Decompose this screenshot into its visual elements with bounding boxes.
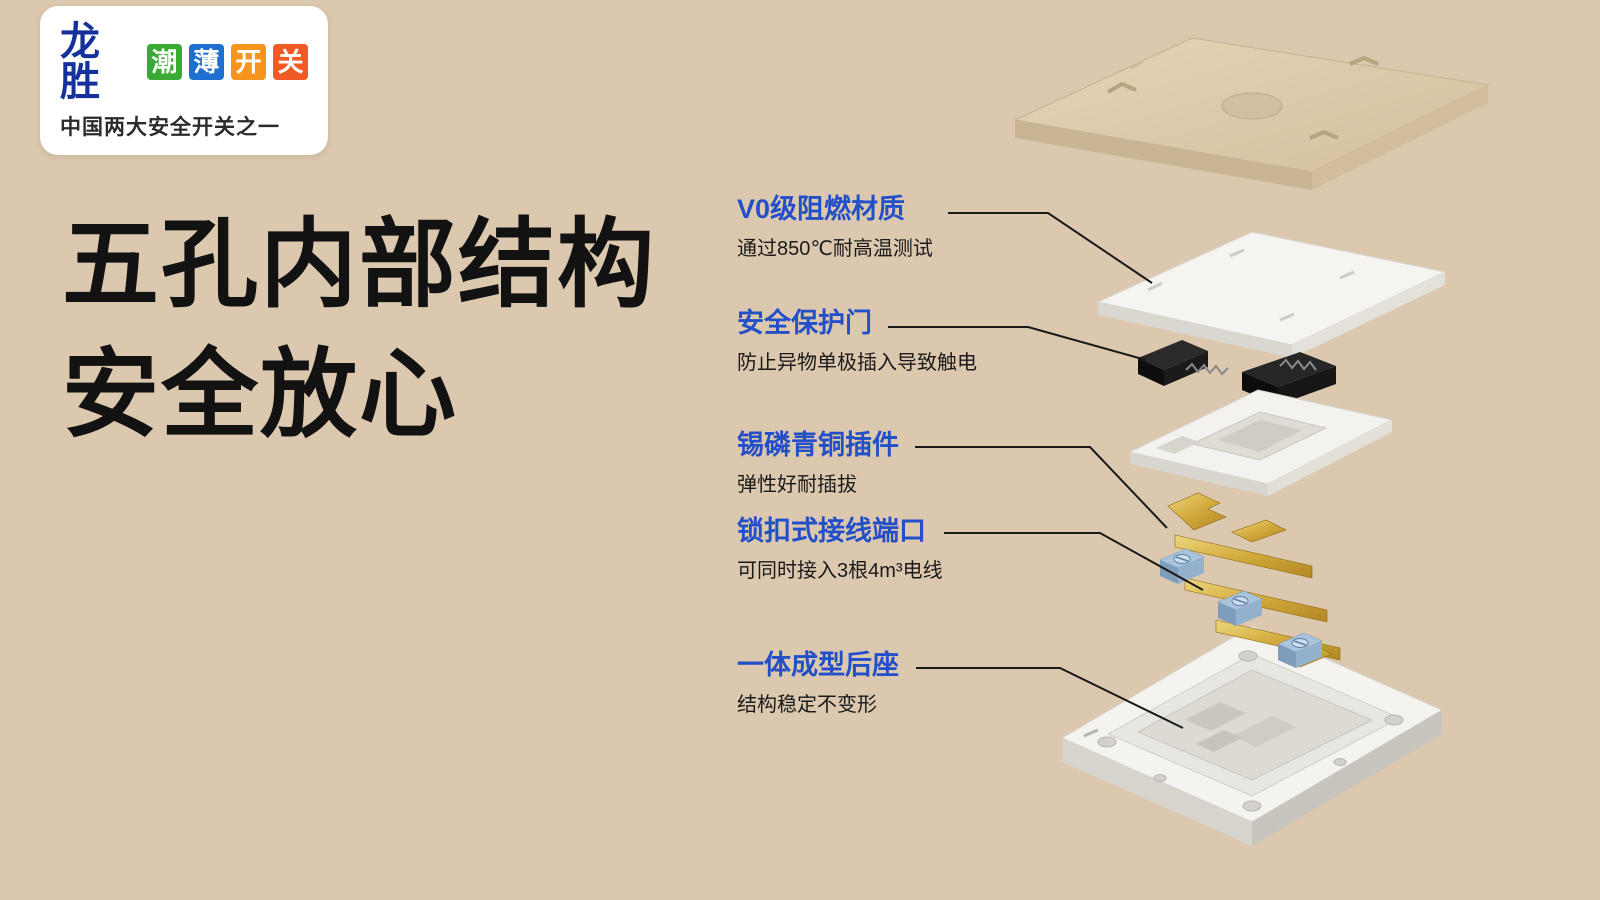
brand-logo: 龙胜 潮 薄 开 关 中国两大安全开关之一 xyxy=(40,6,328,155)
series-char-3: 开 xyxy=(230,44,266,80)
brand-tagline: 中国两大安全开关之一 xyxy=(60,116,280,139)
inner-plate xyxy=(1096,231,1447,358)
face-plate xyxy=(1013,37,1490,190)
terminal-screw-3 xyxy=(1277,632,1323,668)
annotation-title: V0级阻燃材质 xyxy=(737,194,906,224)
annotation-desc: 可同时接入3根4m³电线 xyxy=(737,560,943,583)
exploded-diagram xyxy=(1013,37,1490,846)
terminal-screw-1 xyxy=(1159,548,1205,584)
annotation-desc: 弹性好耐插拔 xyxy=(737,474,857,497)
series-char-2: 薄 xyxy=(188,44,224,80)
annotation-title: 锡磷青铜插件 xyxy=(737,430,899,460)
back-base xyxy=(1060,625,1444,846)
brand-name: 龙胜 xyxy=(60,20,101,104)
annotation-v0-material: V0级阻燃材质 通过850℃耐高温测试 xyxy=(737,193,933,261)
annotation-safety-door: 安全保护门 防止异物单极插入导致触电 xyxy=(737,307,977,375)
annotation-title: 一体成型后座 xyxy=(737,650,899,680)
annotation-desc: 防止异物单极插入导致触电 xyxy=(737,352,977,375)
terminal-screw-2 xyxy=(1217,590,1263,626)
logo-row: 龙胜 潮 薄 开 关 xyxy=(60,20,309,104)
annotation-desc: 通过850℃耐高温测试 xyxy=(737,238,933,261)
series-char-4: 关 xyxy=(272,44,309,80)
series-char-1: 潮 xyxy=(146,44,182,80)
annotation-one-piece-base: 一体成型后座 结构稳定不变形 xyxy=(737,649,899,717)
annotation-lock-terminal: 锁扣式接线端口 可同时接入3根4m³电线 xyxy=(737,515,943,583)
annotation-desc: 结构稳定不变形 xyxy=(737,694,877,717)
frame-plate xyxy=(1128,389,1394,496)
annotation-title: 安全保护门 xyxy=(737,308,872,338)
annotation-bronze-insert: 锡磷青铜插件 弹性好耐插拔 xyxy=(737,429,899,497)
headline-line-1: 五孔内部结构 xyxy=(62,210,656,319)
page-title: 五孔内部结构 安全放心 xyxy=(62,200,656,460)
annotation-title: 锁扣式接线端口 xyxy=(737,516,926,546)
safety-shutter xyxy=(1138,340,1336,405)
headline-line-2: 安全放心 xyxy=(62,339,458,449)
